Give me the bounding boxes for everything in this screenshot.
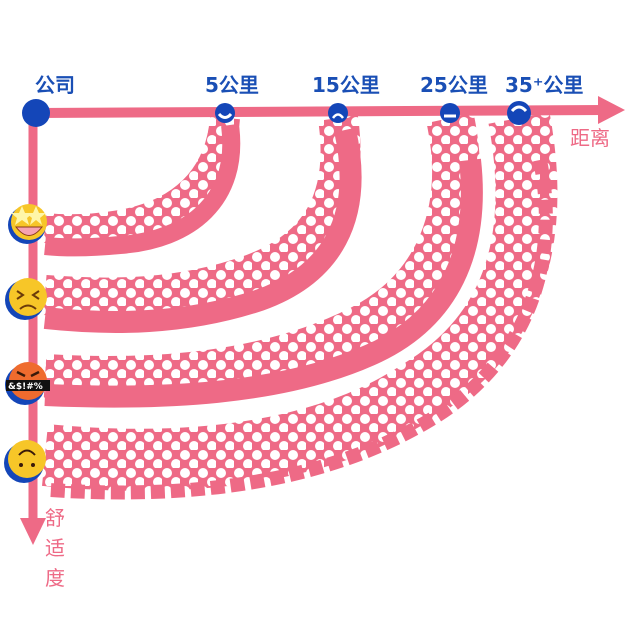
node-25km xyxy=(440,103,460,123)
node-5km xyxy=(215,103,235,123)
node-35km xyxy=(507,101,531,125)
distance-label-15km: 15公里 xyxy=(312,73,380,97)
comfort-band-5km xyxy=(43,116,241,257)
distance-axis-arrow-icon xyxy=(598,96,625,124)
distance-label-5km: 5公里 xyxy=(205,73,259,97)
origin-node xyxy=(22,99,50,127)
comfort-axis-label-1: 舒 xyxy=(45,506,65,530)
comfort-axis-label-3: 度 xyxy=(45,566,65,590)
comfort-band-25km xyxy=(43,112,483,408)
comfort-band-35km xyxy=(42,112,558,500)
comfort-band-15km xyxy=(43,115,362,333)
comfort-axis-label-2: 适 xyxy=(45,536,65,560)
distance-label-25km: 25公里 xyxy=(420,73,488,97)
node-15km xyxy=(328,103,348,123)
tired-face-icon xyxy=(5,278,47,320)
distance-label-35km: 35⁺公里 xyxy=(505,73,583,97)
comfort-axis-arrow-icon xyxy=(20,518,46,545)
distance-axis-label: 距离 xyxy=(570,126,610,150)
star-struck-icon xyxy=(8,204,47,244)
swearing-text: &$!#% xyxy=(8,382,43,392)
frowning-face-icon xyxy=(4,440,46,483)
origin-label: 公司 xyxy=(35,73,75,97)
swearing-face-icon: &$!#% xyxy=(5,362,50,405)
